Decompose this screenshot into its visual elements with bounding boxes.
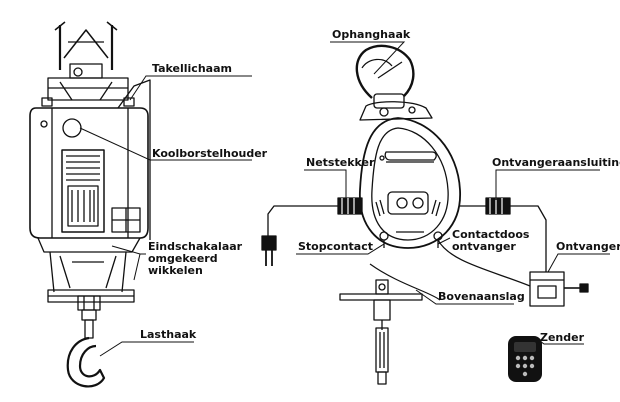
label-takellichaam: Takellichaam — [152, 62, 232, 75]
label-lasthaak: Lasthaak — [140, 328, 197, 341]
label-ontvangeraansluiting: Ontvangeraansluiting — [492, 156, 620, 169]
label-ontvanger: Ontvanger — [556, 240, 620, 253]
label-stopcontact: Stopcontact — [298, 240, 373, 253]
label-ophanghaak: Ophanghaak — [332, 28, 411, 41]
leader-lines — [79, 41, 610, 357]
label-netstekker: Netstekker — [306, 156, 375, 169]
remote-control-icon — [508, 336, 542, 382]
label-contactdoos-ontvanger: Contactdoos ontvanger — [452, 228, 533, 253]
label-koolborstelhouder: Koolborstelhouder — [152, 147, 268, 160]
label-bovenaanslag: Bovenaanslag — [438, 290, 525, 303]
label-zender: Zender — [540, 331, 585, 344]
label-eindschakalaar: Eindschakalaar omgekeerd wikkelen — [148, 240, 246, 277]
plug-icon — [261, 235, 277, 266]
hoist-front-view — [29, 21, 151, 388]
receiver-box-icon — [529, 271, 589, 307]
